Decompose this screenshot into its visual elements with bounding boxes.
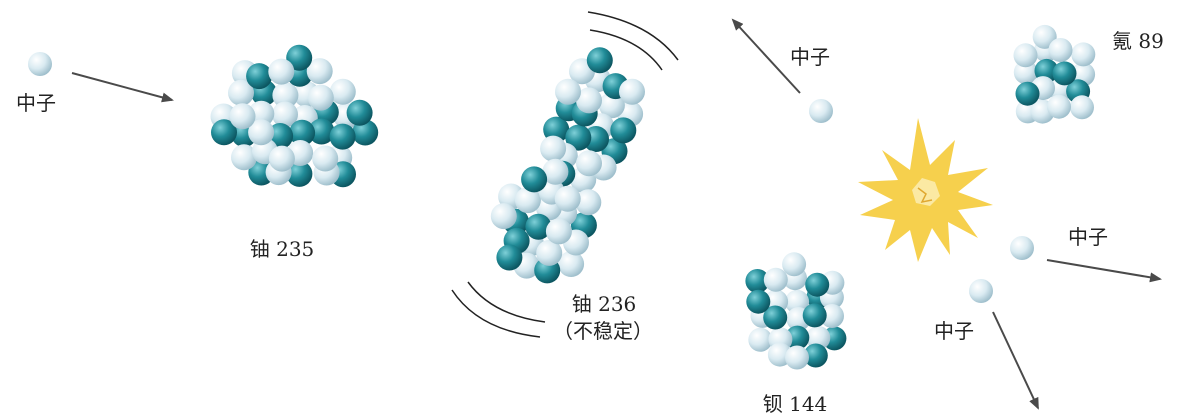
incoming-neutron-label: 中子	[16, 91, 56, 115]
emitted-neutron-top	[809, 99, 833, 123]
neutron-sphere	[576, 87, 602, 114]
emitted-neutron-right	[1010, 236, 1034, 260]
neutron-sphere	[229, 103, 256, 130]
proton-sphere	[1015, 81, 1040, 106]
uranium-236-label: 铀 236	[571, 292, 637, 316]
bottom-arrow-icon	[992, 311, 1039, 410]
neutron-sphere	[1013, 60, 1038, 85]
proton-sphere	[763, 305, 788, 330]
proton-sphere	[329, 123, 356, 150]
neutron-sphere	[542, 158, 569, 185]
neutron-sphere	[619, 78, 645, 105]
krypton-89-label: 氪 89	[1112, 29, 1164, 53]
neutron-sphere	[1071, 42, 1096, 67]
proton-sphere	[525, 213, 552, 240]
neutron-sphere	[820, 304, 844, 328]
neutron-sphere	[490, 203, 517, 230]
neutron-sphere	[1032, 24, 1057, 49]
neutron-sphere	[329, 78, 356, 105]
neutron-sphere	[558, 251, 585, 277]
neutron-sphere	[576, 150, 602, 177]
proton-sphere	[1052, 61, 1077, 86]
proton-sphere	[286, 160, 313, 187]
proton-sphere	[211, 119, 237, 146]
neutron-sphere	[272, 82, 299, 109]
neutron-sphere	[748, 327, 773, 352]
neutron-sphere	[554, 185, 581, 212]
neutron-sphere	[306, 58, 333, 85]
proton-sphere	[346, 99, 373, 126]
neutron-sphere	[268, 145, 295, 172]
proton-sphere	[746, 289, 771, 314]
neutron-sphere	[1047, 94, 1071, 119]
neutron-sphere	[785, 289, 810, 314]
neutron-sphere	[272, 101, 298, 128]
neutron-sphere	[785, 345, 809, 370]
neutron-sphere	[806, 325, 831, 350]
neutron-sphere	[228, 79, 254, 106]
neutron-sphere	[536, 239, 563, 266]
proton-sphere	[289, 119, 316, 146]
bottom-neutron-label: 中子	[934, 319, 974, 343]
proton-sphere	[246, 63, 273, 90]
uranium-235-nucleus	[210, 44, 379, 188]
explosion-burst-icon	[858, 118, 993, 262]
proton-sphere	[745, 269, 770, 293]
right-neutron-label: 中子	[1068, 225, 1108, 249]
neutron-sphere	[555, 78, 581, 105]
neutron-sphere	[248, 119, 275, 146]
barium-144-nucleus	[745, 252, 847, 370]
neutron-sphere	[312, 145, 339, 172]
top-arrow-icon	[731, 18, 801, 94]
proton-sphere	[586, 47, 613, 74]
vibration-arcs-bottom	[451, 281, 546, 338]
barium-144-label: 钡 144	[762, 392, 828, 416]
unstable-label: （不稳定）	[553, 319, 653, 343]
proton-sphere	[805, 272, 830, 297]
incoming-neutron	[28, 52, 52, 76]
neutron-sphere	[268, 58, 295, 85]
right-arrow-icon	[1046, 259, 1162, 283]
neutron-sphere	[782, 252, 807, 277]
proton-sphere	[521, 166, 548, 193]
proton-sphere	[610, 117, 637, 144]
proton-sphere	[286, 44, 313, 71]
proton-sphere	[803, 343, 828, 368]
neutron-sphere	[1048, 38, 1073, 62]
top-neutron-label: 中子	[790, 45, 830, 69]
uranium-236-nucleus	[490, 47, 645, 284]
neutron-sphere	[545, 218, 572, 245]
neutron-sphere	[514, 187, 541, 214]
krypton-89-nucleus	[1013, 24, 1096, 124]
proton-sphere	[802, 303, 827, 328]
neutron-sphere	[1070, 95, 1094, 120]
neutron-sphere	[763, 267, 788, 292]
proton-sphere	[352, 119, 379, 146]
neutron-sphere	[540, 135, 567, 162]
uranium-235-label: 铀 235	[249, 237, 315, 261]
proton-sphere	[496, 244, 523, 271]
neutron-sphere	[231, 144, 257, 171]
neutron-sphere	[307, 84, 334, 111]
proton-sphere	[308, 118, 335, 145]
neutron-sphere	[1013, 43, 1038, 68]
neutron-sphere	[575, 189, 602, 216]
vibration-arcs-top	[587, 11, 679, 71]
emitted-neutron-bottom	[969, 279, 993, 303]
proton-sphere	[565, 124, 592, 151]
incoming-arrow-icon	[71, 72, 174, 103]
